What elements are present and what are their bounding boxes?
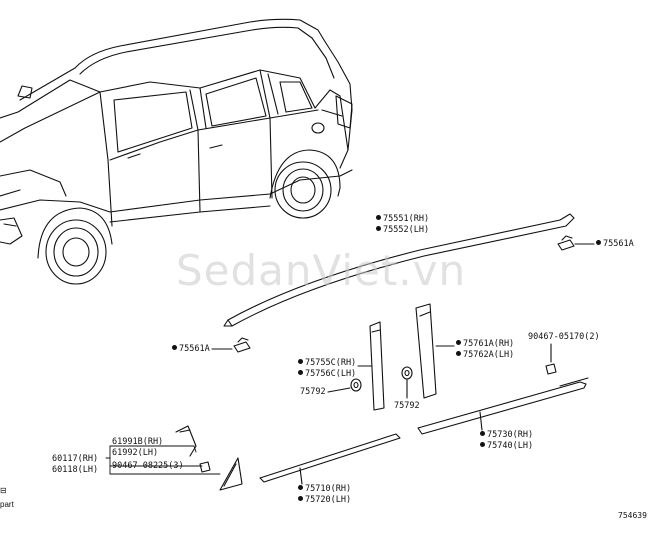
new-part-dot-icon: [376, 226, 381, 231]
label-75761a: 75761A(RH): [456, 339, 514, 349]
label-75740: 75740(LH): [480, 441, 533, 451]
left-callout-bracket: [105, 445, 221, 475]
label-61991b: 61991B(RH): [112, 437, 164, 447]
rear-door-molding: [417, 377, 589, 435]
pillar-garnish-rear: [415, 303, 455, 399]
label-75561a-right: 75561A: [596, 239, 634, 249]
new-part-dot-icon: [456, 351, 461, 356]
new-part-dot-icon: [298, 485, 303, 490]
legend-glyph: ⊟: [0, 486, 7, 495]
label-75710: 75710(RH): [298, 484, 351, 494]
new-part-dot-icon: [298, 496, 303, 501]
new-part-dot-icon: [456, 340, 461, 345]
label-75755c: 75755C(RH): [298, 358, 356, 368]
legend-part-text: part: [0, 500, 14, 509]
clip-75792-left: [327, 378, 362, 393]
roof-molding-part: [223, 213, 575, 327]
new-part-dot-icon: [480, 431, 485, 436]
label-75561a-left: 75561A: [172, 344, 210, 354]
mirror-garnish-part: [175, 425, 243, 491]
diagram-id: 754639: [618, 511, 647, 520]
front-door-molding: [259, 433, 401, 485]
roof-clip-right: [557, 235, 595, 251]
pillar-garnish-center: [369, 321, 385, 411]
screw-90467-05170: [545, 343, 557, 375]
label-75551: 75551(RH): [376, 214, 429, 224]
new-part-dot-icon: [376, 215, 381, 220]
new-part-dot-icon: [596, 240, 601, 245]
new-part-dot-icon: [298, 370, 303, 375]
label-61992: 61992(LH): [112, 448, 159, 458]
label-60118: 60118(LH): [52, 465, 99, 475]
label-75762a: 75762A(LH): [456, 350, 514, 360]
clip-75792-right: [401, 366, 413, 399]
new-part-dot-icon: [172, 345, 177, 350]
roof-clip-left: [211, 337, 251, 353]
label-75730: 75730(RH): [480, 430, 533, 440]
new-part-dot-icon: [480, 442, 485, 447]
vehicle-outline: [0, 18, 353, 285]
label-75756c: 75756C(LH): [298, 369, 356, 379]
label-60117: 60117(RH): [52, 454, 99, 464]
label-75792-left: 75792: [300, 387, 326, 397]
label-90467-05170: 90467-05170(2): [528, 332, 600, 342]
label-75552: 75552(LH): [376, 225, 429, 235]
watermark-text: SedanViet.vn: [176, 246, 467, 295]
label-75792-right: 75792: [394, 401, 420, 411]
new-part-dot-icon: [298, 359, 303, 364]
label-90467-08225: 90467-08225(3): [112, 461, 184, 471]
label-75720: 75720(LH): [298, 495, 351, 505]
